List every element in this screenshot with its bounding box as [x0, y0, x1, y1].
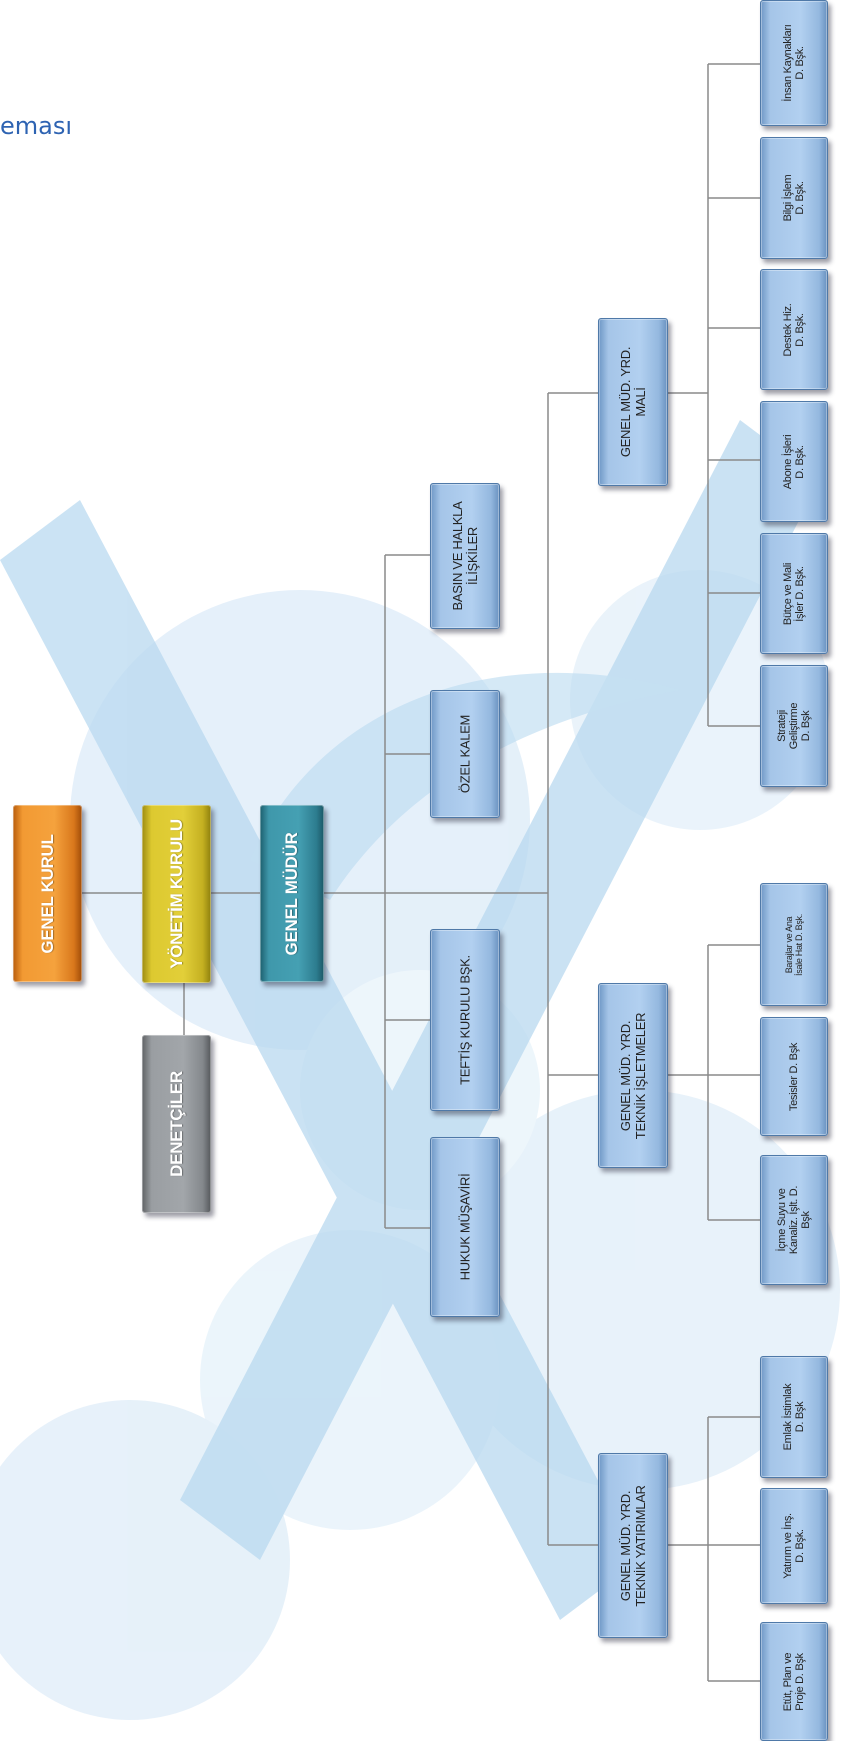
- butce-mali-isler-box: Bütçe ve Mali İşler D. Bşk.: [760, 533, 828, 654]
- icme-suyu-kanalizasyon-box: İçme Suyu ve Kanaliz. İşlt. D. Bşk: [760, 1155, 828, 1285]
- destek-hizmetleri-label: Destek Hiz. D. Bşk.: [782, 303, 806, 356]
- insan-kaynaklari-label: İnsan Kaynakları D. Bşk.: [782, 24, 806, 102]
- emlak-istimlak-label: Emlak İstimlak D. Bşk: [782, 1383, 806, 1451]
- genel-kurul-label: GENEL KURUL: [37, 833, 57, 954]
- teftis-kurulu-box: TEFTİŞ KURULU BŞK.: [430, 929, 500, 1111]
- bilgi-islem-label: Bilgi İşlem D. Bşk.: [782, 174, 806, 222]
- denetciler-label: DENETÇİLER: [166, 1071, 186, 1177]
- page-heading: eması: [0, 112, 73, 140]
- butce-mali-isler-label: Bütçe ve Mali İşler D. Bşk.: [782, 562, 806, 625]
- insan-kaynaklari-box: İnsan Kaynakları D. Bşk.: [760, 0, 828, 126]
- teftis-kurulu-label: TEFTİŞ KURULU BŞK.: [457, 955, 473, 1085]
- barajlar-ana-isale-box: Barajlar ve Ana İsale Hat D. Bşk.: [760, 883, 828, 1006]
- yatirim-insaat-box: Yatırım ve İnş. D. Bşk.: [760, 1488, 828, 1604]
- gmy-teknik-yatirimlar-label: GENEL MÜD. YRD. TEKNİK YATIRIMLAR: [618, 1484, 648, 1607]
- tesisler-label: Tesisler D. Bşk: [788, 1042, 800, 1111]
- ozel-kalem-label: ÖZEL KALEM: [457, 714, 473, 794]
- basin-halkla-iliskiler-box: BASIN VE HALKLA İLİŞKİLER: [430, 483, 500, 629]
- genel-kurul-box: GENEL KURUL: [13, 805, 82, 982]
- gmy-teknik-yatirimlar-box: GENEL MÜD. YRD. TEKNİK YATIRIMLAR: [598, 1453, 668, 1638]
- tesisler-box: Tesisler D. Bşk: [760, 1017, 828, 1136]
- genel-mudur-box: GENEL MÜDÜR: [260, 805, 324, 982]
- ozel-kalem-box: ÖZEL KALEM: [430, 690, 500, 818]
- strateji-gelistirme-box: Strateji Geliştirme D. Bşk: [760, 665, 828, 787]
- strateji-gelistirme-label: Strateji Geliştirme D. Bşk: [776, 702, 812, 750]
- destek-hizmetleri-box: Destek Hiz. D. Bşk.: [760, 269, 828, 390]
- yatirim-insaat-label: Yatırım ve İnş. D. Bşk.: [782, 1513, 806, 1579]
- logo-watermark: [0, 420, 820, 1620]
- barajlar-ana-isale-label: Barajlar ve Ana İsale Hat D. Bşk.: [784, 913, 804, 976]
- emlak-istimlak-box: Emlak İstimlak D. Bşk: [760, 1356, 828, 1478]
- bilgi-islem-box: Bilgi İşlem D. Bşk.: [760, 137, 828, 259]
- gmy-mali-label: GENEL MÜD. YRD. MALİ: [618, 346, 648, 458]
- icme-suyu-kanalizasyon-label: İçme Suyu ve Kanaliz. İşlt. D. Bşk: [776, 1185, 812, 1255]
- genel-mudur-label: GENEL MÜDÜR: [282, 832, 301, 955]
- gmy-mali-box: GENEL MÜD. YRD. MALİ: [598, 318, 668, 486]
- basin-halkla-iliskiler-label: BASIN VE HALKLA İLİŞKİLER: [450, 501, 480, 611]
- etut-plan-proje-box: Etüt, Plan ve Proje D. Bşk: [760, 1622, 828, 1741]
- hukuk-musaviri-box: HUKUK MÜŞAVİRİ: [430, 1137, 500, 1317]
- yonetim-kurulu-label: YÖNETİM KURULU: [166, 819, 186, 969]
- gmy-teknik-isletmeler-label: GENEL MÜD. YRD. TEKNİK İŞLETMELER: [618, 1012, 648, 1139]
- yonetim-kurulu-box: YÖNETİM KURULU: [142, 805, 211, 983]
- hukuk-musaviri-label: HUKUK MÜŞAVİRİ: [457, 1173, 473, 1281]
- denetciler-box: DENETÇİLER: [142, 1035, 211, 1213]
- abone-isleri-box: Abone İşleri D. Bşk.: [760, 401, 828, 522]
- gmy-teknik-isletmeler-box: GENEL MÜD. YRD. TEKNİK İŞLETMELER: [598, 983, 668, 1168]
- abone-isleri-label: Abone İşleri D. Bşk.: [782, 434, 806, 489]
- etut-plan-proje-label: Etüt, Plan ve Proje D. Bşk: [782, 1652, 806, 1711]
